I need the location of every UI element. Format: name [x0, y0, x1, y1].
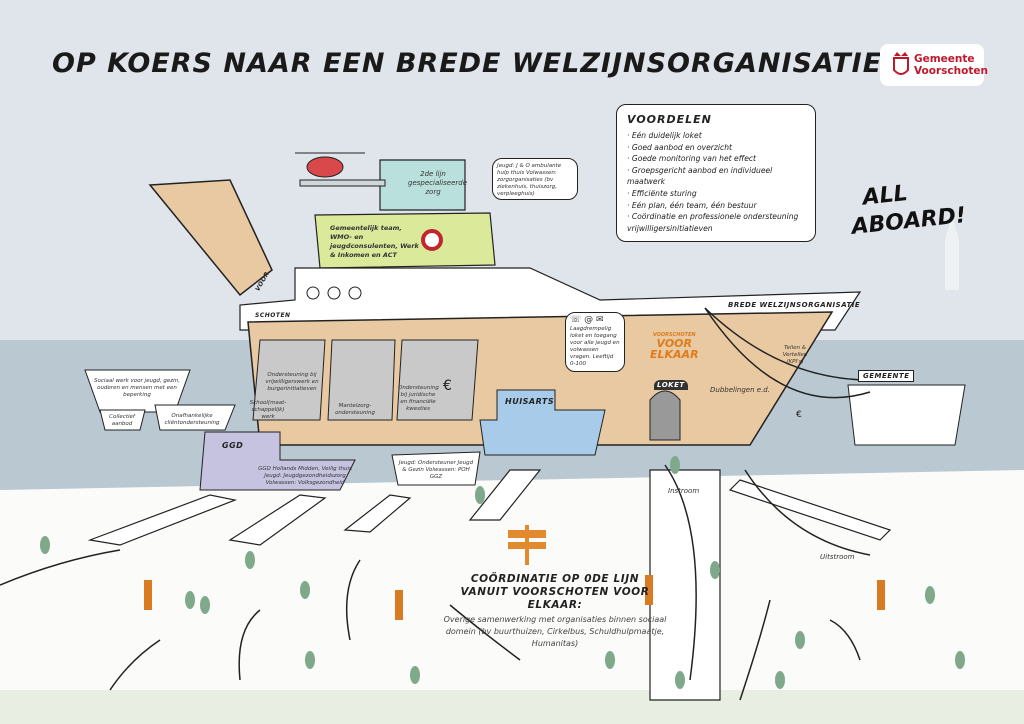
second-line-bubble: Jeugd: J & O ambulante hulp thuis Volwas… — [492, 158, 578, 200]
loket-label: LOKET — [654, 380, 688, 390]
poh-text: Jeugd: Ondersteuner Jeugd & Gezin Volwas… — [398, 460, 474, 480]
piers — [87, 469, 892, 701]
ggd-label: GGD — [222, 441, 244, 450]
voordelen-heading: VOORDELEN — [627, 113, 712, 126]
compartment-label: Ondersteuning bij vrijwilligerswerk en b… — [265, 372, 319, 392]
guide-figures — [144, 575, 885, 620]
voordeel-item: · Coördinatie en professionele ondersteu… — [627, 212, 799, 233]
grass-strip — [0, 690, 1024, 724]
voordeel-item: · Goede monitoring van het effect — [627, 154, 757, 164]
ship-bow-label: SCHOTEN — [255, 312, 291, 319]
small-boat-label: Collectief aanbod — [109, 414, 135, 427]
helicopter-icon — [295, 152, 365, 178]
contact-bubble: ☏ @ ✉ Laagdrempelig loket en toegang voo… — [565, 312, 625, 372]
logo-line1: Gemeente — [914, 53, 975, 65]
instroom-label: Instroom — [668, 487, 700, 495]
huisarts-label: HUISARTS — [505, 397, 555, 406]
crown-crest-icon — [893, 52, 909, 75]
kpi-label: Tellen & Vertellen (KPI's) — [782, 345, 808, 365]
portholes — [306, 286, 362, 300]
compartments — [252, 339, 479, 421]
logo-line2: Voorschoten — [914, 65, 988, 77]
lifebuoy-icon — [421, 229, 443, 251]
small-boat-label: Onafhankelijke cliëntondersteuning — [164, 413, 220, 426]
compartment-label: Ondersteuning bij juridische en financië… — [398, 385, 439, 412]
loket-gate — [649, 390, 681, 441]
money-bag-icon: € — [796, 410, 802, 420]
flow-arrows — [0, 307, 871, 701]
dubbelingen-label: Dubbelingen e.d. — [710, 386, 770, 394]
compartment-label: School(maat-schappelijk) werk — [249, 400, 287, 420]
ggd-text: GGD Hollands Midden, Veilig thuis Jeugd:… — [258, 466, 352, 486]
phone-at-mail-icons: ☏ @ ✉ — [570, 315, 604, 325]
coordination-heading-2: VANUIT VOORSCHOTEN VOOR ELKAAR: — [460, 586, 650, 611]
voordeel-item: · Groepsgericht aanbod en individueel ma… — [627, 165, 773, 187]
ship-name: BREDE WELZIJNSORGANISATIE — [728, 301, 861, 309]
helipad — [299, 179, 386, 187]
huisarts-boat — [479, 389, 606, 456]
crane-arm — [148, 179, 273, 297]
voordeel-item: · Eén duidelijk loket — [627, 131, 702, 140]
gemeente-boat-label: GEMEENTE — [858, 370, 915, 382]
second-line-label: 2de lijn gespecialiseerde zorg — [408, 170, 468, 196]
team-deck-label: Gemeentelijk team, WMO- en jeugdconsulen… — [330, 224, 419, 259]
voordeel-item: · Eén plan, één team, één bestuur — [627, 200, 757, 210]
voor-elkaar-brand: VOORSCHOTEN VOOR ELKAAR — [650, 332, 699, 361]
compartment-label: Mantelzorg-ondersteuning — [335, 403, 375, 416]
people-figures — [40, 456, 965, 689]
church-silhouette — [945, 215, 959, 290]
contact-text: Laagdrempelig loket en toegang voor alle… — [570, 326, 620, 367]
team-deck — [314, 212, 496, 269]
small-boat-label: Sociaal werk voor jeugd, gezin, ouderen … — [94, 378, 180, 398]
signpost-icon — [508, 525, 546, 565]
euro-icon: € — [443, 378, 452, 394]
second-line-bridge — [379, 159, 466, 211]
ggd-boat — [199, 431, 356, 491]
coordination-block: COÖRDINATIE OP 0DE LIJN VANUIT VOORSCHOT… — [440, 573, 670, 650]
uitstroom-label: Uitstroom — [820, 553, 855, 561]
voordelen-bubble: VOORDELEN · Eén duidelijk loket · Goed a… — [616, 104, 816, 242]
small-boats — [84, 369, 966, 486]
voordeel-item: · Efficiënte sturing — [627, 188, 697, 198]
coordination-heading-1: COÖRDINATIE OP 0DE LIJN — [470, 573, 640, 585]
voordeel-item: · Goed aanbod en overzicht — [627, 142, 732, 152]
page-title: OP KOERS NAAR EEN BREDE WELZIJNSORGANISA… — [52, 48, 883, 79]
coordination-text: Overige samenwerking met organisaties bi… — [443, 615, 667, 648]
